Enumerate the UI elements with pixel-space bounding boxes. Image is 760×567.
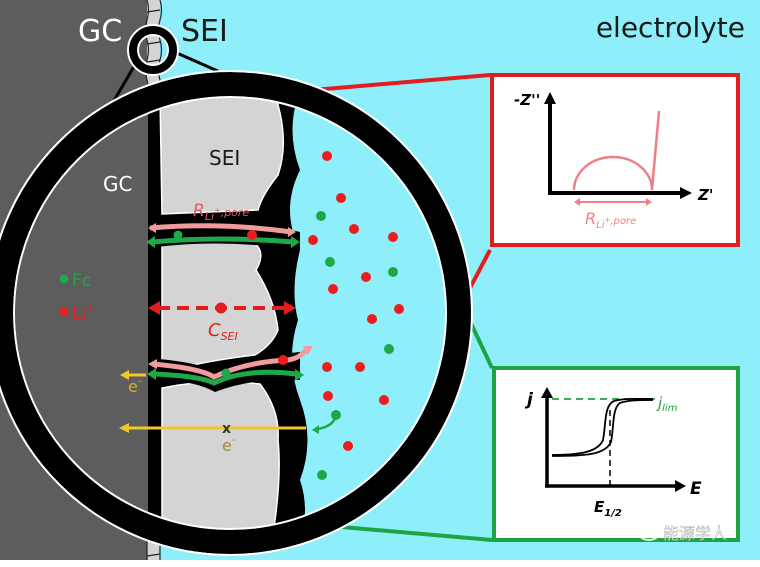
csei-arrowhead-left: [148, 301, 160, 315]
electrolyte-label: electrolyte: [596, 11, 745, 44]
li-ion: [361, 272, 371, 282]
electrolyte-species: [308, 151, 404, 480]
wechat-icon: [638, 525, 660, 541]
species-legend: Fc Li+: [59, 271, 95, 324]
fc-molecule: [316, 211, 326, 221]
li-path-arrowhead-right: [303, 346, 313, 355]
electron-label: e-: [128, 376, 142, 396]
gc-label: GC: [78, 14, 122, 49]
voltammetry-connector-bottom: [329, 524, 493, 542]
fc-diffusion-path: [153, 369, 297, 386]
li-ion: [349, 224, 359, 234]
fc-molecule: [331, 410, 341, 420]
fc-path-arrowhead-left: [146, 236, 155, 248]
impedance-y-arrowhead: [544, 92, 556, 104]
fc-diffusion-path: [151, 236, 295, 245]
electron-arrowhead: [119, 423, 129, 433]
voltammetry-frame: [492, 366, 740, 542]
nyquist-diffusion-tail: [650, 110, 661, 191]
impedance-frame: [490, 73, 740, 247]
r-pore-span-arrowhead-right: [646, 198, 652, 206]
voltammetry-y-label: j: [524, 390, 534, 410]
fc-molecule: [388, 267, 398, 277]
voltammetry-inset: j E jlim E1/2: [492, 366, 740, 542]
fc-molecule: [384, 344, 394, 354]
electron-blocked-mark: x: [222, 421, 231, 437]
li-ion: [394, 304, 404, 314]
fc-molecule: [317, 470, 327, 480]
li-legend-dot: [59, 307, 69, 317]
fc-legend-dot: [59, 274, 69, 284]
li-ion: [388, 232, 398, 242]
li-path-arrowhead-right: [288, 227, 296, 237]
li-ion: [328, 284, 338, 294]
li-ion: [355, 362, 365, 372]
gc-inner-label: GC: [103, 172, 132, 196]
fc-approach-arrowhead: [312, 425, 319, 434]
watermark-text: 能源学人: [663, 524, 727, 543]
fc-in-pore: [221, 368, 231, 378]
voltammogram-forward: [551, 397, 654, 456]
li-ion: [323, 391, 333, 401]
impedance-inset: -Z'' Z' RLi+,pore: [490, 73, 740, 247]
jlim-label: jlim: [656, 394, 678, 414]
fc-path-arrowhead-left: [147, 368, 156, 380]
csei-label: CSEI: [208, 320, 238, 343]
csei-arrowhead-right: [284, 301, 296, 315]
watermark: 能源学人: [638, 524, 727, 543]
impedance-y-label: -Z'': [514, 91, 540, 109]
voltammetry-x-label: E: [690, 479, 702, 499]
li-ion: [343, 441, 353, 451]
li-migration-path: [151, 348, 308, 380]
electron-arrowhead: [120, 370, 129, 380]
li-ion: [308, 235, 318, 245]
fc-path-arrowhead-right: [291, 236, 300, 248]
voltammetry-y-arrowhead: [541, 387, 553, 398]
sei-label: SEI: [181, 14, 228, 49]
fc-legend-label: Fc: [72, 271, 91, 291]
r-pore-span-arrowhead-left: [574, 198, 580, 206]
e-half-label: E1/2: [594, 498, 622, 519]
voltammetry-x-arrowhead: [675, 480, 686, 492]
zoom-source-ring: [129, 26, 177, 74]
impedance-r-pore-label: RLi+,pore: [585, 209, 636, 231]
fc-molecule: [325, 257, 335, 267]
li-migration-path: [149, 223, 293, 235]
li-ion: [322, 151, 332, 161]
impedance-x-arrowhead: [680, 187, 692, 199]
sei-block: [161, 381, 280, 529]
sei-block: [159, 97, 285, 215]
li-legend-label: Li+: [72, 301, 95, 324]
bottom-margin: [0, 560, 760, 567]
csei-center-dot: [215, 302, 227, 314]
li-path-arrowhead-left: [148, 223, 156, 233]
li-ion-in-pore: [278, 355, 288, 365]
nyquist-semicircle: [572, 155, 654, 191]
fc-in-pore: [173, 230, 183, 240]
li-path-arrowhead-left: [148, 359, 157, 369]
voltammogram-reverse: [551, 399, 654, 457]
li-ion-in-pore: [247, 230, 257, 240]
li-ion: [367, 314, 377, 324]
magnifier-ring: [0, 72, 471, 554]
li-ion: [336, 193, 346, 203]
sei-inner-label: SEI: [209, 146, 240, 170]
li-ion: [322, 362, 332, 372]
electron-label-blocked: e-: [222, 435, 236, 455]
fc-path-arrowhead-right: [295, 369, 304, 381]
li-ion: [379, 395, 389, 405]
r-pore-label: RLi+,pore: [193, 201, 249, 223]
impedance-x-label: Z': [697, 186, 713, 204]
